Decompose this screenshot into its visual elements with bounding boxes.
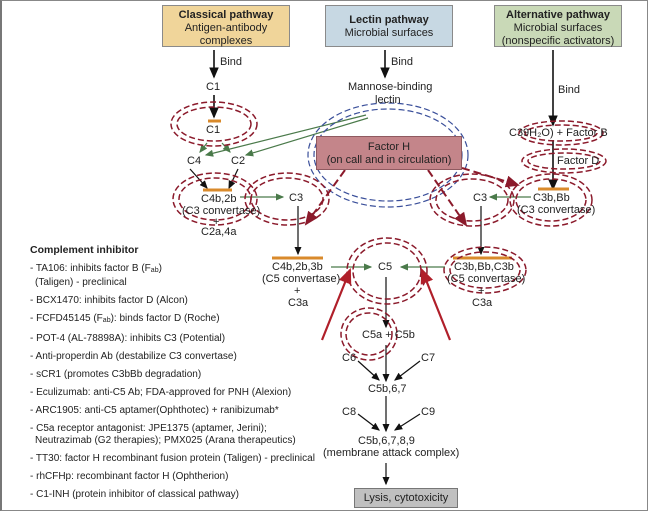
inhibitor-list: Complement inhibitor - TA106: inhibits f… [30,244,315,507]
alternative-pathway-box: Alternative pathway Microbial surfaces (… [494,5,622,47]
alternative-pathway-line2: (nonspecific activators) [501,35,615,47]
label-c5-convertase-alt: (C5 convertase) [447,273,526,285]
label-mbl-2: lectin [375,94,401,106]
label-c5b6789: C5b,6,7,8,9 [358,435,415,447]
ring-c3-alt [429,173,515,227]
classical-pathway-title: Classical pathway [178,9,274,21]
label-c3-alt: C3 [473,192,488,204]
label-c4b2b: C4b,2b [201,193,237,205]
label-c6: C6 [342,352,357,364]
inhibitor-item: - POT-4 (AL-78898A): inhibits C3 (Potent… [30,333,226,344]
inhibitor-item: - TA106: inhibits factor B (Fab) (Talige… [30,263,162,288]
label-c1: C1 [206,81,221,93]
factor-h-ring-outer [307,102,469,208]
label-c5-convertase-classical: (C5 convertase) [262,273,341,285]
inhibitor-item: - TT30: factor H recombinant fusion prot… [30,453,315,464]
bind-label-alternative: Bind [558,84,581,96]
factor-h-ring-inner [313,108,463,202]
label-c3a-alt: C3a [472,297,493,309]
lysis-box: Lysis, cytotoxicity [354,488,458,508]
ring-c5a [340,307,398,361]
lectin-pathway-title: Lectin pathway [349,14,429,26]
arrow-c4-c4b2b [189,168,208,189]
label-c5a-c5b: C5a + C5b [362,329,415,341]
classical-pathway-line1: Antigen-antibody [184,22,268,34]
label-c2: C2 [231,155,246,167]
inhibitor-item: - rhCFHp: recombinant factor H (Ophtheri… [30,471,229,482]
fh-arrow-c3-classical [304,169,346,226]
label-plus-1: + [213,216,220,228]
inhibitor-item: - FCFD45145 (Fab): binds factor D (Roche… [30,313,220,324]
arrow-c6 [357,360,380,381]
label-mbl-1: Mannose-binding [348,81,433,93]
lectin-pathway-line1: Microbial surfaces [344,27,434,39]
label-c9: C9 [421,406,436,418]
fh-arrow-c3bbb [461,167,520,188]
factor-h-subtitle: (on call and in circulation) [326,154,452,166]
label-c3bbbc3b: C3b,Bb,C3b [454,261,514,273]
label-c4: C4 [187,155,202,167]
label-c3-convertase-alt: (C3 convertase) [517,204,596,216]
bind-label-classical: Bind [220,56,243,68]
label-mac: (membrane attack complex) [323,447,460,459]
bind-label-lectin: Bind [391,56,414,68]
label-c1-active: C1 [206,124,221,136]
red-arrow-left [320,267,352,341]
inhibitor-item: - C1-INH (protein inhibitor of classical… [30,489,239,500]
factor-h-box: Factor H (on call and in circulation) [316,136,462,170]
label-factor-d: Factor D [557,155,600,167]
inhibitor-list-title: Complement inhibitor [30,244,139,256]
inhibitor-item: - Anti-properdin Ab (destabilize C3 conv… [30,351,237,362]
label-c3-convertase-classical: (C3 convertase) [182,205,261,217]
alternative-pathway-line1: Microbial surfaces [513,22,603,34]
label-plus-3: + [478,285,485,297]
inhibitor-item: - C5a receptor antagonist: JPE1375 (apta… [30,423,296,446]
fh-arrow-c3-alt [427,169,468,227]
red-arrow-right [420,267,452,341]
arrow-c1-c2 [221,142,231,153]
inhibitor-item: - BCX1470: inhibits factor D (Alcon) [30,295,188,306]
classical-pathway-line2: complexes [199,35,253,47]
ring-c5-convertase-alt [443,246,527,294]
arrow-c9 [393,413,421,431]
ring-factor-d [521,148,607,174]
inhibitor-item: - sCR1 (promotes C3bBb degradation) [30,369,202,380]
label-c39h2o-factor-b: C39H₂O) + Factor B [509,127,608,139]
label-c7: C7 [421,352,436,364]
label-c5b67: C5b,6,7 [368,383,407,395]
arrow-c8 [357,413,380,431]
label-c2a4a: C2a,4a [201,226,237,238]
ring-c4b2b [172,172,258,226]
label-c3-classical: C3 [289,192,304,204]
arrow-c7 [394,360,421,381]
ring-c1 [170,101,258,147]
lectin-pathway-box: Lectin pathway Microbial surfaces [325,5,453,47]
label-c5: C5 [378,261,393,273]
label-c3a-classical: C3a [288,297,309,309]
arrow-c1-c4 [199,142,208,153]
label-plus-2: + [294,285,301,297]
arrow-c2-c4b2b [228,168,239,190]
factor-h-title: Factor H [367,141,411,153]
label-c4b2b3b: C4b,2b,3b [272,261,323,273]
ring-c3-classical [244,172,330,226]
label-c8: C8 [342,406,357,418]
inhibitor-item: - ARC1905: anti-C5 aptamer(Ophthotec) + … [30,405,279,416]
arrow-mbl-c4 [204,114,367,157]
ring-c3bbb [509,173,593,227]
ring-factor-b [518,120,604,146]
alternative-pathway-title: Alternative pathway [506,9,610,21]
classical-pathway-box: Classical pathway Antigen-antibody compl… [162,5,290,47]
label-c3bbb: C3b,Bb [533,192,570,204]
arrow-mbl-c2 [244,117,369,157]
inhibitor-item: - Eculizumab: anti-C5 Ab; FDA-approved f… [30,387,292,398]
